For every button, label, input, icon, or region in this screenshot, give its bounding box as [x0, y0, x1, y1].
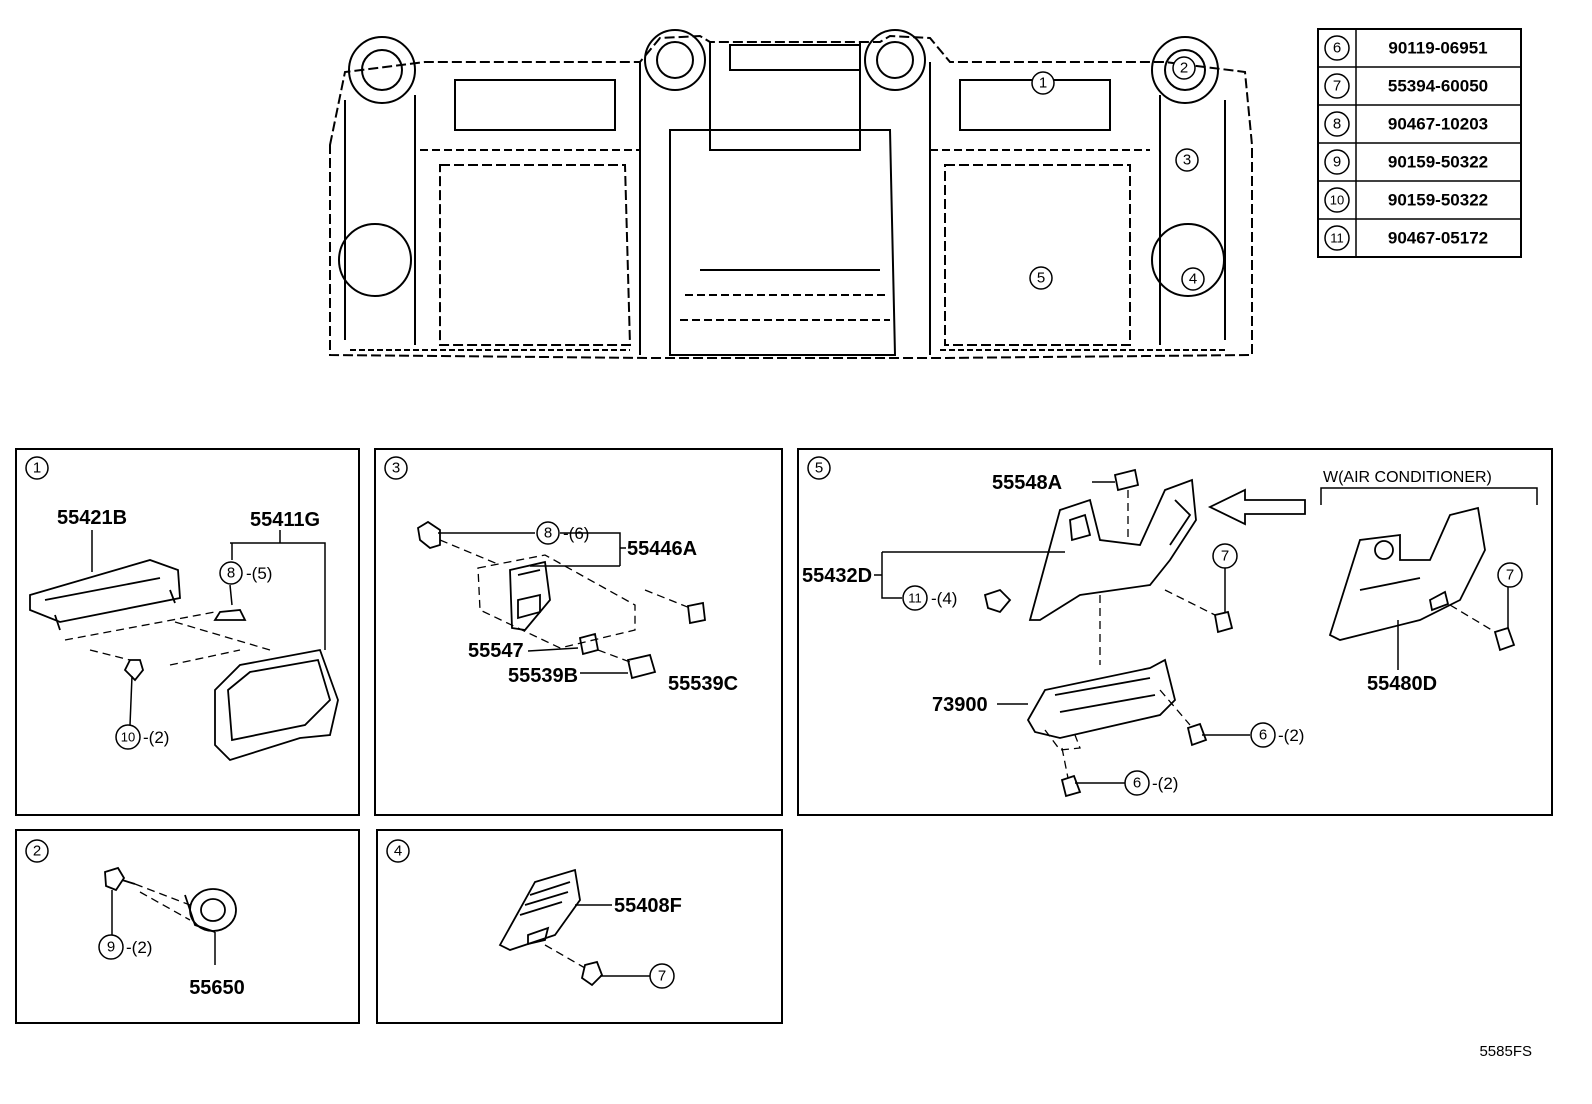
part-label-55480D: 55480D — [1367, 673, 1437, 695]
overview-callouts — [1029, 56, 1205, 291]
screw-ref: 9 — [107, 939, 115, 956]
callout-4: 4 — [1189, 271, 1197, 288]
panel-1-index: 1 — [33, 460, 41, 477]
screw-ref: 7 — [1506, 567, 1514, 584]
callout-5: 5 — [1037, 270, 1045, 287]
clip-ref: 11 — [908, 591, 922, 606]
part-label-55446A: 55446A — [627, 538, 697, 560]
part-label-55547: 55547 — [468, 640, 524, 662]
detail-panel-2: 2 9 -(2) 55650 — [15, 829, 360, 1024]
screw-ref: 10 — [121, 730, 135, 745]
screw-ref: 6 — [1133, 775, 1141, 792]
part-label-55650: 55650 — [189, 977, 245, 999]
legend-part-number: 55394-60050 — [1388, 77, 1488, 96]
screw-ref: 6 — [1259, 727, 1267, 744]
clip-ref: 8 — [544, 525, 552, 542]
legend-part-number: 90159-50322 — [1388, 191, 1488, 210]
panel-5-index: 5 — [815, 460, 823, 477]
legend-ref: 6 — [1333, 40, 1341, 57]
part-label-55432D: 55432D — [802, 565, 872, 587]
screw-qty: -(2) — [126, 938, 152, 957]
legend-part-number: 90159-50322 — [1388, 153, 1488, 172]
callout-3: 3 — [1183, 152, 1191, 169]
part-73900-shape — [1026, 658, 1176, 739]
part-label-55408F: 55408F — [614, 895, 682, 917]
variant-label: W(AIR CONDITIONER) — [1323, 469, 1492, 486]
detail-panel-5: 5 — [797, 448, 1553, 816]
clip-qty: -(4) — [931, 589, 957, 608]
callout-2: 2 — [1180, 60, 1188, 77]
screw-qty: -(2) — [1152, 774, 1178, 793]
detail-panel-4: 4 55408F 7 — [376, 829, 783, 1024]
legend-ref: 8 — [1333, 116, 1341, 133]
part-label-55411G: 55411G — [250, 509, 320, 531]
legend-part-number: 90467-10203 — [1388, 115, 1488, 134]
part-label-73900: 73900 — [932, 694, 988, 716]
part-55446A-shape — [509, 560, 551, 631]
callout-1: 1 — [1039, 75, 1047, 92]
part-label-55539C: 55539C — [668, 673, 738, 695]
part-55411G-shape — [214, 648, 339, 762]
legend-ref: 9 — [1333, 154, 1341, 171]
screw-ref: 7 — [1221, 548, 1229, 565]
clip-qty: -(5) — [246, 564, 272, 583]
part-55480D-shape — [1328, 506, 1486, 641]
clip-qty: -(6) — [563, 524, 589, 543]
drawing-code: 5585FS — [1479, 1043, 1532, 1060]
part-55432D-shape — [1028, 478, 1197, 621]
part-55650-shape — [189, 888, 237, 932]
part-55408F-shape — [498, 868, 581, 951]
screw-qty: -(2) — [1278, 726, 1304, 745]
screw-ref: 7 — [658, 968, 666, 985]
legend-ref: 7 — [1333, 78, 1341, 95]
legend-table: 6 7 8 9 10 11 90119-06951 55394-60050 90… — [1317, 28, 1522, 258]
panel-2-index: 2 — [33, 843, 41, 860]
part-label-55548A: 55548A — [992, 472, 1062, 494]
detail-panel-3: 3 8 -(6) 55446A 55547 55539B 55539C — [374, 448, 783, 816]
legend-part-number: 90467-05172 — [1388, 229, 1488, 248]
legend-part-number: 90119-06951 — [1388, 39, 1487, 58]
legend-ref: 10 — [1330, 193, 1344, 208]
legend-ref: 11 — [1330, 231, 1344, 246]
panel-4-index: 4 — [394, 843, 402, 860]
overview-assembly — [329, 29, 1253, 359]
clip-ref: 8 — [227, 565, 235, 582]
detail-panel-1: 1 55421B 55411G 8 -(5) 10 -( — [15, 448, 360, 816]
panel-3-index: 3 — [392, 460, 400, 477]
part-label-55539B: 55539B — [508, 665, 578, 687]
part-55421B-shape — [29, 559, 181, 623]
part-label-55421B: 55421B — [57, 507, 127, 529]
screw-qty: -(2) — [143, 728, 169, 747]
